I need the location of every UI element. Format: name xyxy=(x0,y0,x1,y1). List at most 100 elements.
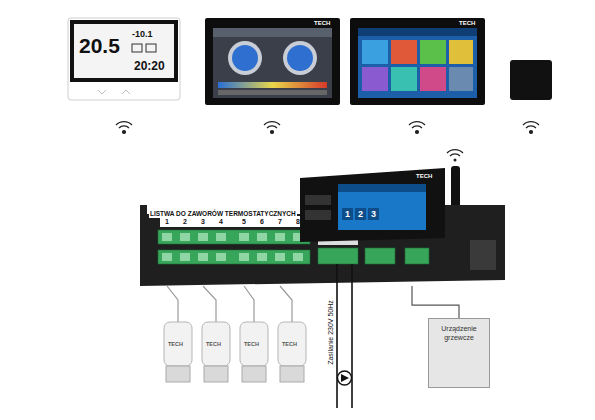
touch-panel xyxy=(420,40,446,64)
controller-board xyxy=(216,233,226,241)
power-line xyxy=(351,264,353,408)
thermal-actuator xyxy=(202,322,230,366)
room-thermostat xyxy=(68,18,180,100)
controller-board xyxy=(162,253,172,261)
channel-number: 8 xyxy=(296,218,300,225)
controller-board xyxy=(140,205,505,286)
node-text: Urządzenie grzewcze xyxy=(432,325,486,343)
controller-display xyxy=(368,208,379,220)
wireless-icon xyxy=(409,122,425,128)
touch-panel xyxy=(213,28,332,37)
touch-panel xyxy=(358,28,477,36)
sensor-module xyxy=(510,60,552,100)
thermal-actuator xyxy=(164,322,192,366)
brand-logo: TECH xyxy=(244,342,259,348)
room-thermostat xyxy=(132,44,142,52)
touch-panel xyxy=(205,18,340,105)
channel-number: 7 xyxy=(278,218,282,225)
actuator-wire xyxy=(167,286,292,322)
node-text: LISTWA DO ZAWORÓW TERMOSTATYCZNYCH xyxy=(149,210,297,218)
touch-panel xyxy=(232,45,258,71)
power-supply-label: Zasilanie 230V 50Hz xyxy=(327,300,334,365)
controller-display xyxy=(300,168,445,242)
antenna xyxy=(447,150,463,212)
wireless-icon xyxy=(523,122,539,128)
controller-board xyxy=(239,253,249,261)
controller-board xyxy=(365,248,395,264)
touch-panel xyxy=(350,18,485,105)
brand-logo: TECH xyxy=(314,20,330,26)
controller-board xyxy=(198,253,208,261)
wireless-icon xyxy=(271,131,274,134)
pump-symbol xyxy=(338,371,352,385)
touch-panel xyxy=(449,67,473,91)
controller-board xyxy=(470,240,496,270)
heating-device-box: Urządzenie grzewcze xyxy=(428,318,490,388)
clock-reading: 20:20 xyxy=(134,60,165,72)
controller-display xyxy=(338,184,426,230)
controller-board xyxy=(318,248,358,264)
touch-panel xyxy=(228,41,262,75)
thermal-actuator xyxy=(166,366,190,382)
controller-board xyxy=(158,230,310,244)
controller-board xyxy=(275,233,285,241)
controller-display xyxy=(305,195,331,205)
antenna xyxy=(447,150,463,156)
antenna xyxy=(454,159,457,162)
thermal-actuator xyxy=(280,366,304,382)
room-thermostat xyxy=(68,18,180,100)
touch-panel xyxy=(283,41,317,75)
display-zone-number: 3 xyxy=(371,210,376,219)
controller-board xyxy=(275,253,285,261)
brand-logo: TECH xyxy=(168,342,183,348)
controller-board xyxy=(293,253,303,261)
room-thermostat xyxy=(98,90,130,94)
room-thermostat xyxy=(74,24,174,78)
power-line xyxy=(336,264,338,408)
wireless-icon xyxy=(264,122,280,128)
room-thermostat xyxy=(70,82,178,99)
actuator-wire xyxy=(203,286,216,322)
touch-panel xyxy=(358,28,477,98)
wireless-icon xyxy=(416,131,419,134)
thermal-actuator xyxy=(278,322,306,366)
touch-panel xyxy=(391,67,417,91)
pump-symbol xyxy=(338,371,352,385)
controller-board xyxy=(158,250,310,264)
outdoor-temperature: -10.1 xyxy=(132,30,153,39)
pump-symbol xyxy=(341,374,349,382)
controller-display xyxy=(338,184,426,192)
display-zone-number: 1 xyxy=(345,210,350,219)
thermal-actuator xyxy=(242,366,266,382)
wireless-icon xyxy=(123,131,126,134)
controller-board xyxy=(198,233,208,241)
touch-panel xyxy=(420,67,446,91)
wireless-icon xyxy=(530,131,533,134)
touch-panel xyxy=(362,67,388,91)
touch-panel xyxy=(218,90,327,95)
power-line xyxy=(337,264,352,408)
brand-logo: TECH xyxy=(459,20,475,26)
thermal-actuator xyxy=(164,322,306,382)
touch-panel xyxy=(205,18,340,105)
room-thermostat xyxy=(146,44,156,52)
room-thermostat xyxy=(70,20,178,82)
sensor-module xyxy=(510,60,552,100)
controller-board: LISTWA DO ZAWORÓW TERMOSTATYCZNYCH xyxy=(140,200,505,286)
controller-board xyxy=(180,253,190,261)
controller-board xyxy=(257,233,267,241)
controller-board xyxy=(180,233,190,241)
touch-panel xyxy=(449,40,473,64)
actuator-wire xyxy=(167,286,178,322)
actuator-wire xyxy=(280,286,292,322)
brand-logo: TECH xyxy=(282,342,297,348)
channel-number: 1 xyxy=(165,218,169,225)
touch-panel xyxy=(362,40,388,64)
controller-board xyxy=(405,248,429,264)
touch-panel xyxy=(218,82,327,88)
controller-board xyxy=(140,202,505,286)
channel-number: 6 xyxy=(260,218,264,225)
actuator-wire xyxy=(244,286,254,322)
